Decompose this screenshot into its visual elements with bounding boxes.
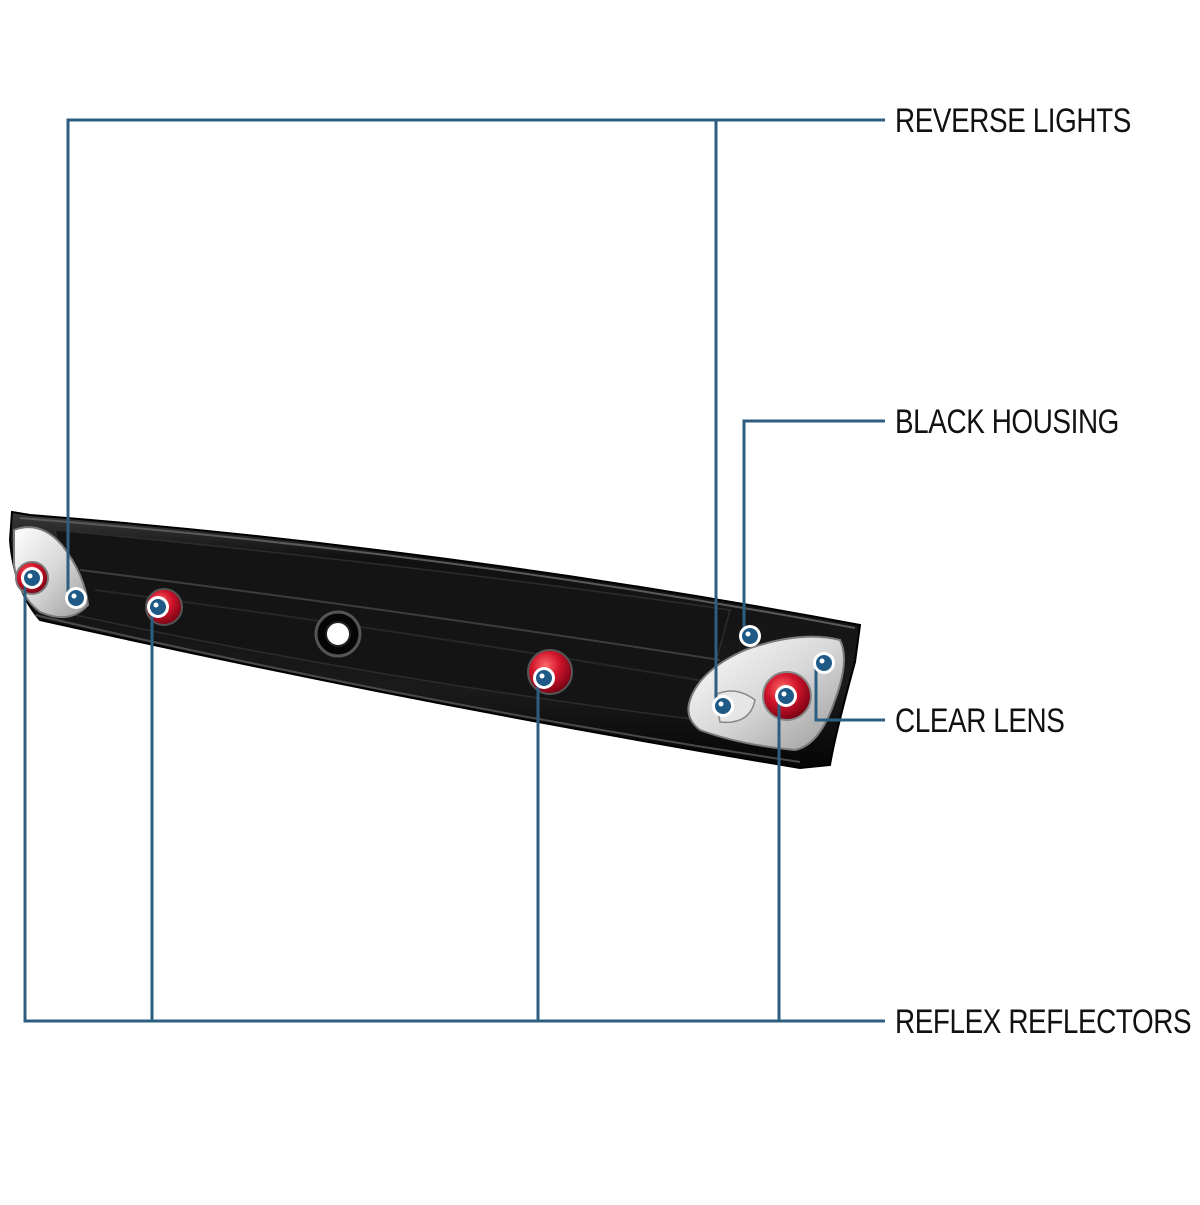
callout-markers (21, 567, 835, 717)
marker-reverse-right (712, 695, 734, 717)
label-clear-lens: CLEAR LENS (895, 702, 1065, 740)
label-black-housing: BLACK HOUSING (895, 403, 1119, 441)
label-reverse-lights: REVERSE LIGHTS (895, 102, 1131, 140)
marker-reflector-2 (147, 596, 169, 618)
label-reflex-reflectors: REFLEX REFLECTORS (895, 1003, 1192, 1041)
marker-reflector-4 (775, 685, 797, 707)
marker-housing (739, 625, 761, 647)
marker-clear-lens (813, 652, 835, 674)
marker-reverse-left (65, 587, 87, 609)
marker-reflector-3 (533, 667, 555, 689)
marker-reflector-1 (21, 567, 43, 589)
